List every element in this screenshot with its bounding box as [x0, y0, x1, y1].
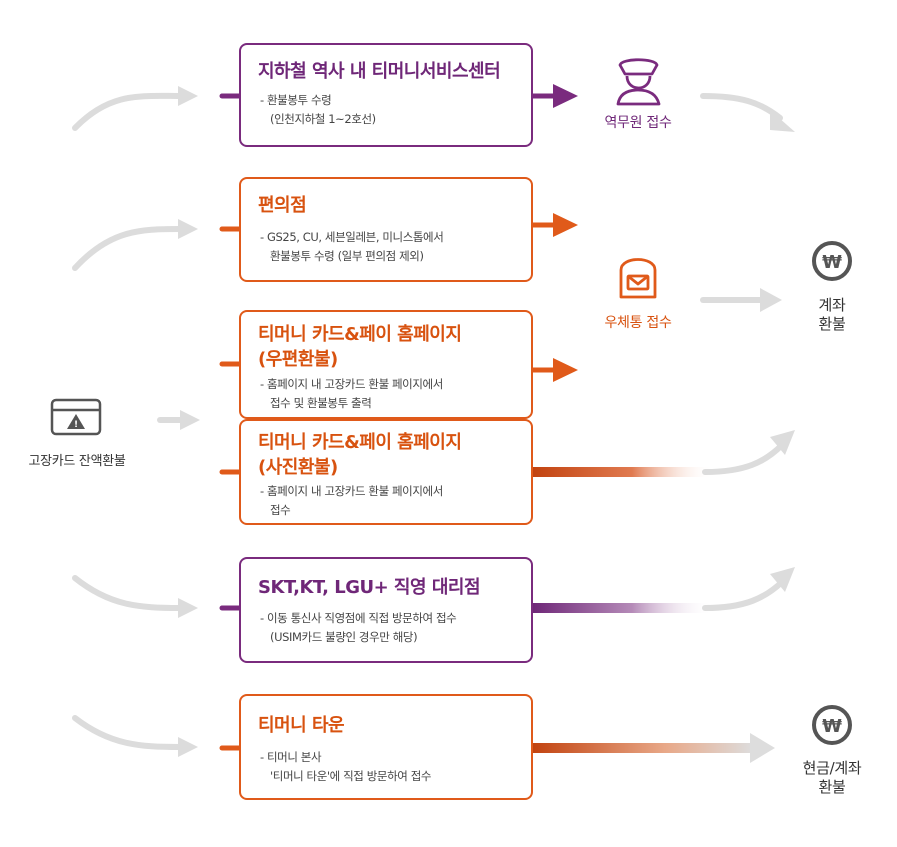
channel-desc-line: (USIM카드 불량인 경우만 해당)	[270, 630, 418, 644]
postbox-label: 우체통 접수	[604, 315, 672, 331]
outcome-line: 환불	[818, 778, 846, 796]
channel-desc-line: 접수 및 환불봉투 출력	[270, 396, 372, 410]
channel-box-homepage-photo: 티머니 카드&페이 홈페이지 (사진환불) - 홈페이지 내 고장카드 환불 페…	[239, 419, 533, 525]
channel-desc-line: - 홈페이지 내 고장카드 환불 페이지에서	[260, 377, 443, 391]
source-label: 고장카드 잔액환불	[28, 454, 126, 469]
channel-desc-line: - 티머니 본사	[260, 750, 322, 764]
won-icon-account: ₩	[812, 241, 852, 281]
won-icon-cash-account: ₩	[812, 705, 852, 745]
channel-desc: - GS25, CU, 세븐일레븐, 미니스톱에서 환불봉투 수령 (일부 편의…	[260, 228, 444, 266]
channel-title: SKT,KT, LGU+ 직영 대리점	[258, 577, 481, 598]
channel-desc-line: - 환불봉투 수령	[260, 93, 332, 107]
left-gray-arrowheads	[178, 86, 200, 757]
channel-title: 티머니 카드&페이 홈페이지 (우편환불)	[258, 322, 462, 372]
right-gray-arrows	[700, 93, 785, 611]
left-arrow-4	[72, 575, 183, 611]
postbox-icon	[619, 258, 657, 299]
channel-title-line: (사진환불)	[258, 457, 338, 478]
left-gray-arrows	[72, 92, 185, 750]
channel-title: 편의점	[258, 195, 307, 216]
channel-title: 티머니 카드&페이 홈페이지 (사진환불)	[258, 430, 462, 480]
channel-desc-line: (인천지하철 1~2호선)	[270, 112, 376, 126]
svg-text:!: !	[74, 420, 78, 430]
channel-box-station-service-center: 지하철 역사 내 티머니서비스센터 - 환불봉투 수령 (인천지하철 1~2호선…	[239, 43, 533, 147]
channel-title: 지하철 역사 내 티머니서비스센터	[258, 61, 501, 82]
channel-desc-line: 접수	[270, 503, 291, 517]
channel-desc: - 홈페이지 내 고장카드 환불 페이지에서 접수 및 환불봉투 출력	[260, 375, 443, 413]
channel-title-line: 티머니 카드&페이 홈페이지	[258, 432, 462, 453]
cash-account-refund-label: 현금/계좌 환불	[782, 759, 882, 797]
station-staff-icon	[616, 58, 661, 106]
channel-box-homepage-mail: 티머니 카드&페이 홈페이지 (우편환불) - 홈페이지 내 고장카드 환불 페…	[239, 310, 533, 419]
channel-box-convenience-store: 편의점 - GS25, CU, 세븐일레븐, 미니스톱에서 환불봉투 수령 (일…	[239, 177, 533, 282]
account-refund-label: 계좌 환불	[796, 296, 868, 334]
station-staff-label: 역무원 접수	[604, 115, 672, 131]
channel-desc-line: - 홈페이지 내 고장카드 환불 페이지에서	[260, 484, 443, 498]
channel-desc-line: - GS25, CU, 세븐일레븐, 미니스톱에서	[260, 230, 444, 244]
svg-text:₩: ₩	[822, 252, 842, 273]
left-arrow-2	[72, 226, 183, 271]
outcome-line: 환불	[818, 315, 846, 333]
channel-desc: - 환불봉투 수령 (인천지하철 1~2호선)	[260, 91, 376, 129]
channel-desc: - 홈페이지 내 고장카드 환불 페이지에서 접수	[260, 482, 443, 520]
channel-desc: - 이동 통신사 직영점에 직접 방문하여 접수 (USIM카드 불량인 경우만…	[260, 609, 457, 647]
channel-desc-line: - 이동 통신사 직영점에 직접 방문하여 접수	[260, 611, 457, 625]
channel-box-telecom-store: SKT,KT, LGU+ 직영 대리점 - 이동 통신사 직영점에 직접 방문하…	[239, 557, 533, 663]
channel-desc-line: '티머니 타운'에 직접 방문하여 접수	[270, 769, 432, 783]
left-arrow-5	[72, 715, 183, 750]
channel-title: 티머니 타운	[258, 715, 345, 736]
outcome-line: 현금/계좌	[802, 759, 862, 777]
faulty-card-icon	[50, 398, 102, 436]
channel-box-tmoney-town: 티머니 타운 - 티머니 본사 '티머니 타운'에 직접 방문하여 접수	[239, 694, 533, 800]
svg-text:₩: ₩	[822, 716, 842, 737]
channel-desc: - 티머니 본사 '티머니 타운'에 직접 방문하여 접수	[260, 748, 431, 786]
channel-title-line: (우편환불)	[258, 349, 338, 370]
channel-title-line: 티머니 카드&페이 홈페이지	[258, 324, 462, 345]
left-arrow-1	[72, 92, 183, 131]
channel-desc-line: 환불봉투 수령 (일부 편의점 제외)	[270, 249, 424, 263]
outcome-line: 계좌	[818, 296, 846, 314]
